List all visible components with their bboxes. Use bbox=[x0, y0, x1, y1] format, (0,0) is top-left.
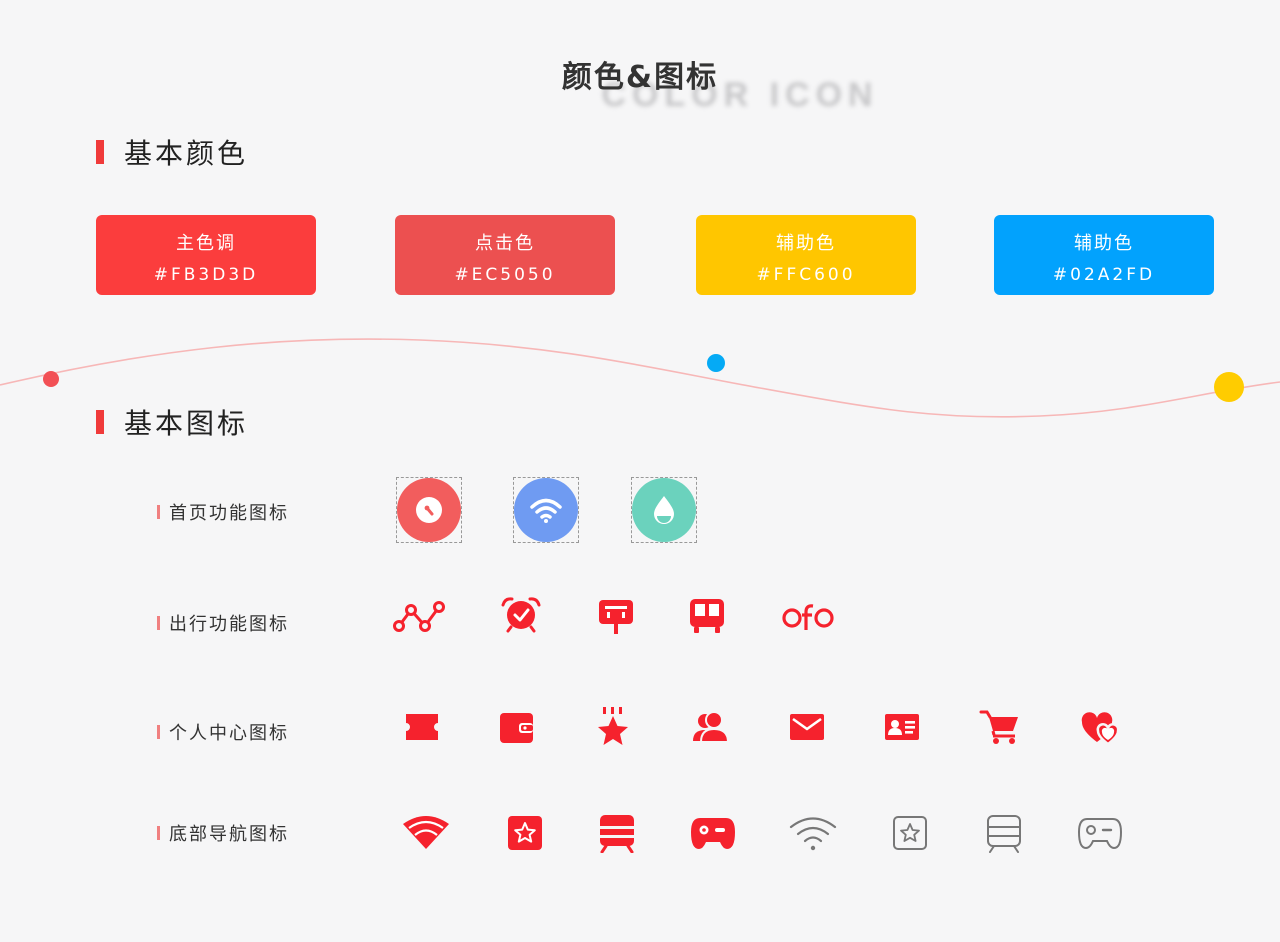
section-title-icons: 基本图标 bbox=[124, 407, 249, 440]
star-square-active-icon[interactable] bbox=[507, 815, 543, 851]
section-heading-icons: 基本图标 bbox=[96, 402, 248, 442]
swatch-name: 主色调 bbox=[176, 233, 236, 254]
wave-dot-blue bbox=[707, 354, 725, 372]
mail-icon[interactable] bbox=[789, 713, 825, 741]
star-icon[interactable] bbox=[594, 706, 632, 748]
wifi-active-icon[interactable] bbox=[402, 814, 450, 852]
swatch-secondary-blue: 辅助色 #02A2FD bbox=[994, 215, 1214, 295]
row-label-profile: 个人中心图标 bbox=[157, 719, 289, 745]
gamepad-active-icon[interactable] bbox=[690, 815, 736, 851]
row-label-travel: 出行功能图标 bbox=[157, 610, 289, 636]
water-drop-icon[interactable] bbox=[631, 477, 697, 543]
page-title: 颜色&图标 bbox=[561, 60, 719, 95]
swatch-hex: #FFC600 bbox=[756, 265, 856, 285]
swatch-name: 辅助色 bbox=[1074, 233, 1134, 254]
row-label-text: 首页功能图标 bbox=[169, 503, 289, 524]
wave-dot-yellow bbox=[1214, 372, 1244, 402]
row-label-home: 首页功能图标 bbox=[157, 499, 289, 525]
row-label-text: 个人中心图标 bbox=[169, 723, 289, 744]
heading-marker bbox=[96, 140, 104, 164]
swatch-secondary-yellow: 辅助色 #FFC600 bbox=[696, 215, 916, 295]
swatch-name: 点击色 bbox=[475, 233, 535, 254]
swatch-name: 辅助色 bbox=[776, 233, 836, 254]
id-card-icon[interactable] bbox=[884, 713, 920, 741]
row-label-text: 底部导航图标 bbox=[169, 824, 289, 845]
wave-dot-red bbox=[43, 371, 59, 387]
wifi-icon[interactable] bbox=[513, 477, 579, 543]
row-label-bottom-nav: 底部导航图标 bbox=[157, 820, 289, 846]
hearts-icon[interactable] bbox=[1081, 710, 1121, 746]
gamepad-inactive-icon[interactable] bbox=[1077, 815, 1123, 851]
section-title-colors: 基本颜色 bbox=[124, 137, 249, 170]
swatch-click: 点击色 #EC5050 bbox=[395, 215, 615, 295]
train-active-icon[interactable] bbox=[598, 813, 636, 853]
ofo-logo-icon[interactable] bbox=[782, 600, 836, 632]
alarm-clock-icon[interactable] bbox=[500, 596, 542, 634]
wifi-inactive-icon[interactable] bbox=[789, 814, 837, 852]
shopping-cart-icon[interactable] bbox=[979, 709, 1021, 745]
swatch-hex: #FB3D3D bbox=[153, 265, 259, 285]
wallet-icon[interactable] bbox=[499, 712, 535, 744]
bus-icon[interactable] bbox=[689, 597, 725, 635]
train-inactive-icon[interactable] bbox=[985, 813, 1023, 853]
dashboard-icon[interactable] bbox=[396, 477, 462, 543]
bus-stop-sign-icon[interactable] bbox=[598, 598, 634, 636]
page-subtitle-en: COLOR ICON bbox=[601, 76, 879, 114]
row-marker bbox=[157, 505, 160, 519]
contacts-icon[interactable] bbox=[692, 711, 730, 743]
swatch-primary: 主色调 #FB3D3D bbox=[96, 215, 316, 295]
route-icon[interactable] bbox=[392, 598, 448, 634]
wave-line bbox=[0, 338, 1280, 418]
star-square-inactive-icon[interactable] bbox=[892, 815, 928, 851]
decorative-wave bbox=[0, 338, 1280, 418]
row-marker bbox=[157, 826, 160, 840]
row-label-text: 出行功能图标 bbox=[169, 614, 289, 635]
swatch-hex: #02A2FD bbox=[1052, 265, 1156, 285]
row-marker bbox=[157, 616, 160, 630]
heading-marker bbox=[96, 410, 104, 434]
swatch-hex: #EC5050 bbox=[454, 265, 556, 285]
row-marker bbox=[157, 725, 160, 739]
section-heading-colors: 基本颜色 bbox=[96, 132, 248, 172]
ticket-icon[interactable] bbox=[404, 713, 440, 741]
